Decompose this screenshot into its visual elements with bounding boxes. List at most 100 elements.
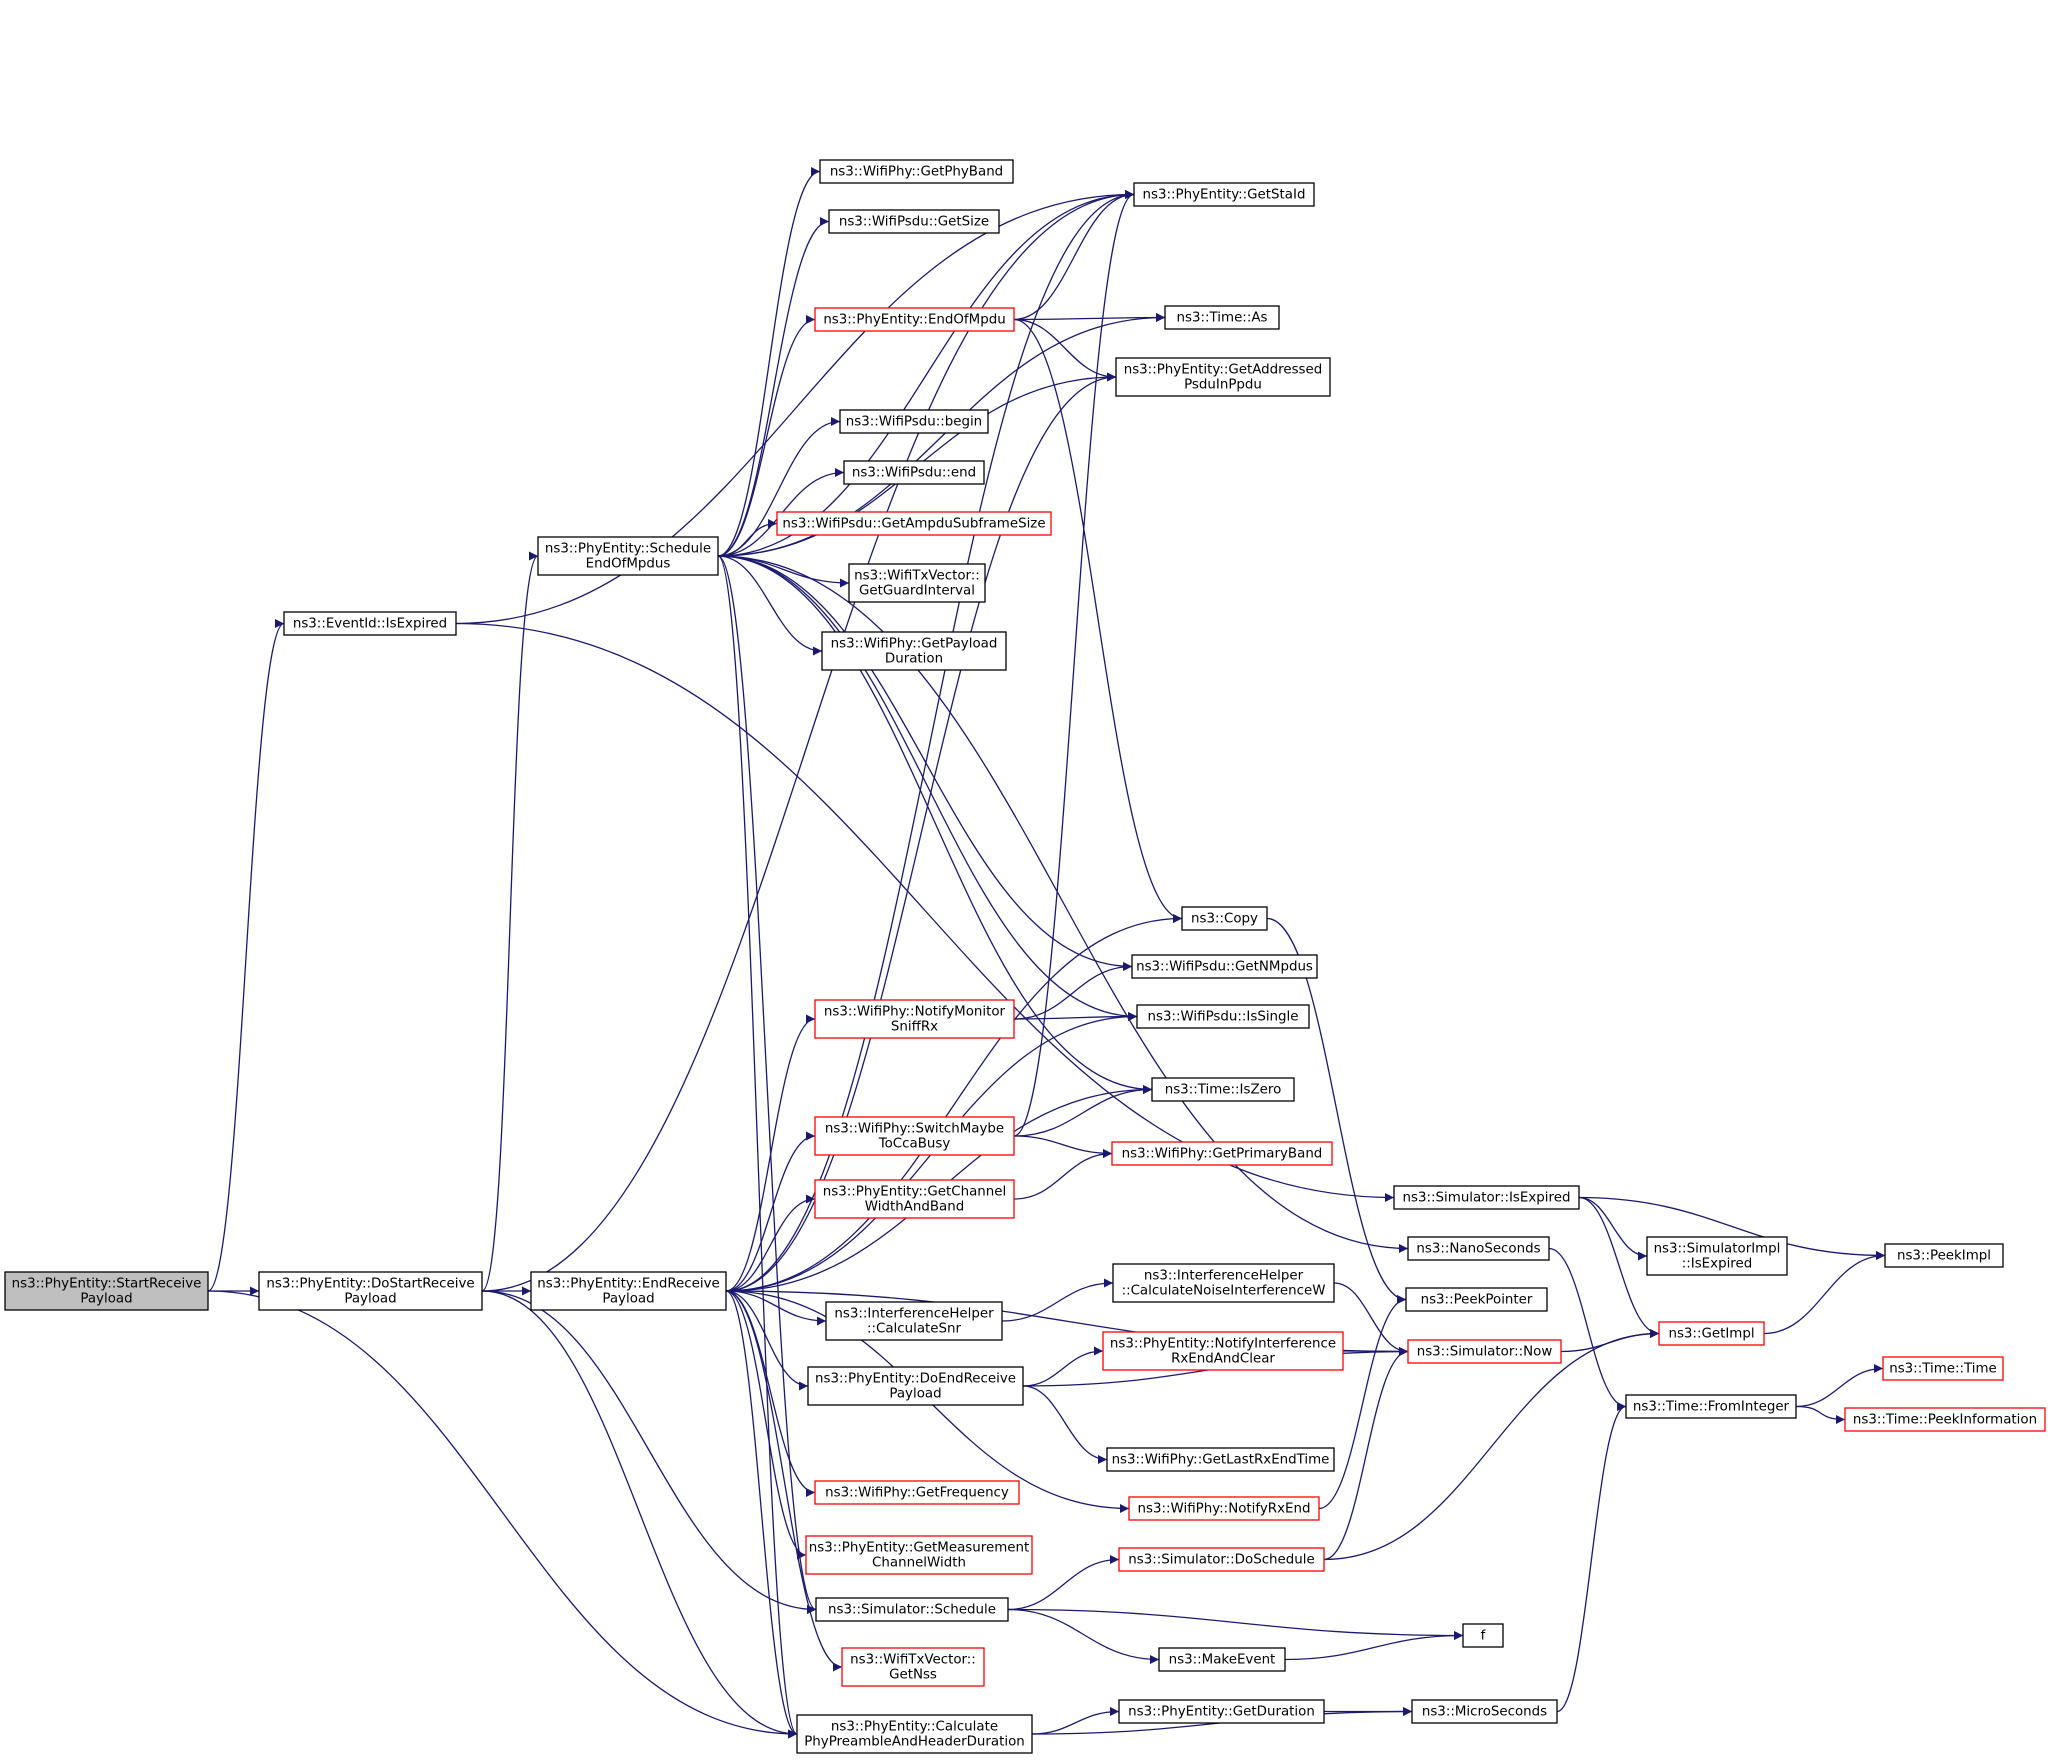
node-box[interactable] <box>1158 1647 1286 1672</box>
function-node[interactable]: ns3::PhyEntity::NotifyInterferenceRxEndA… <box>1102 1331 1344 1371</box>
node-box[interactable] <box>815 1597 1009 1622</box>
function-node[interactable]: ns3::Simulator::DoSchedule <box>1118 1547 1325 1572</box>
node-box[interactable] <box>1112 1263 1335 1303</box>
node-box[interactable] <box>1405 1287 1548 1312</box>
node-box[interactable] <box>258 1271 483 1311</box>
function-node[interactable]: ns3::Copy <box>1181 906 1268 931</box>
node-box[interactable] <box>1111 1141 1333 1166</box>
function-node[interactable]: ns3::WifiPsdu::GetNMpdus <box>1131 954 1318 979</box>
function-node[interactable]: ns3::WifiPhy::NotifyRxEnd <box>1128 1496 1320 1521</box>
node-box[interactable] <box>1136 1004 1310 1029</box>
function-node[interactable]: ns3::WifiPhy::GetLastRxEndTime <box>1106 1447 1335 1472</box>
node-box[interactable] <box>805 1535 1033 1575</box>
function-node[interactable]: ns3::WifiPhy::GetFrequency <box>814 1480 1020 1505</box>
function-node[interactable]: ns3::WifiPsdu::GetAmpduSubframeSize <box>776 511 1052 536</box>
function-node[interactable]: ns3::Simulator::IsExpired <box>1393 1185 1580 1210</box>
node-box[interactable] <box>1462 1623 1504 1648</box>
node-box[interactable] <box>828 209 1000 234</box>
function-node[interactable]: ns3::Time::FromInteger <box>1625 1394 1797 1419</box>
node-box[interactable] <box>848 563 986 603</box>
node-box[interactable] <box>814 1116 1015 1156</box>
node-box[interactable] <box>776 511 1052 536</box>
function-node[interactable]: ns3::MakeEvent <box>1158 1647 1286 1672</box>
function-node[interactable]: ns3::WifiPsdu::begin <box>839 409 989 434</box>
function-node[interactable]: ns3::PeekPointer <box>1405 1287 1548 1312</box>
node-box[interactable] <box>283 611 457 636</box>
node-box[interactable] <box>4 1271 209 1311</box>
node-box[interactable] <box>1407 1236 1550 1261</box>
node-box[interactable] <box>1164 305 1280 330</box>
function-node[interactable]: ns3::Time::IsZero <box>1151 1077 1295 1102</box>
node-box[interactable] <box>1625 1394 1797 1419</box>
node-box[interactable] <box>843 460 985 485</box>
node-box[interactable] <box>1411 1699 1558 1724</box>
node-box[interactable] <box>814 1179 1015 1219</box>
node-box[interactable] <box>1106 1447 1335 1472</box>
node-box[interactable] <box>1118 1699 1325 1724</box>
node-box[interactable] <box>819 159 1014 184</box>
node-box[interactable] <box>1658 1321 1765 1346</box>
function-node[interactable]: ns3::InterferenceHelper::CalculateSnr <box>825 1301 1003 1341</box>
node-box[interactable] <box>1133 182 1315 207</box>
node-box[interactable] <box>1646 1236 1788 1276</box>
node-box[interactable] <box>1115 357 1331 397</box>
node-box[interactable] <box>814 999 1015 1039</box>
node-box[interactable] <box>1884 1243 2004 1268</box>
node-box[interactable] <box>1128 1496 1320 1521</box>
function-node[interactable]: ns3::Time::Time <box>1882 1356 2004 1381</box>
function-node[interactable]: ns3::EventId::IsExpired <box>283 611 457 636</box>
node-box[interactable] <box>537 536 719 576</box>
function-node[interactable]: ns3::PhyEntity::GetStaId <box>1133 182 1315 207</box>
function-node[interactable]: ns3::WifiPsdu::GetSize <box>828 209 1000 234</box>
function-node[interactable]: ns3::WifiPhy::GetPrimaryBand <box>1111 1141 1333 1166</box>
node-box[interactable] <box>1131 954 1318 979</box>
function-node[interactable]: ns3::Time::PeekInformation <box>1844 1407 2046 1432</box>
function-node[interactable]: ns3::WifiPsdu::end <box>843 460 985 485</box>
function-node[interactable]: ns3::Simulator::Now <box>1407 1339 1562 1364</box>
node-box[interactable] <box>841 1647 985 1687</box>
node-box[interactable] <box>1844 1407 2046 1432</box>
node-box[interactable] <box>814 307 1015 332</box>
function-node[interactable]: ns3::WifiPsdu::IsSingle <box>1136 1004 1310 1029</box>
node-box[interactable] <box>1118 1547 1325 1572</box>
function-node[interactable]: ns3::PeekImpl <box>1884 1243 2004 1268</box>
function-node[interactable]: ns3::PhyEntity::CalculatePhyPreambleAndH… <box>796 1714 1033 1754</box>
function-node[interactable]: ns3::PhyEntity::EndOfMpdu <box>814 307 1015 332</box>
node-box[interactable] <box>814 1480 1020 1505</box>
node-box[interactable] <box>796 1714 1033 1754</box>
node-box[interactable] <box>1181 906 1268 931</box>
function-node[interactable]: ns3::Simulator::Schedule <box>815 1597 1009 1622</box>
function-node[interactable]: ns3::GetImpl <box>1658 1321 1765 1346</box>
function-node[interactable]: ns3::SimulatorImpl::IsExpired <box>1646 1236 1788 1276</box>
function-node[interactable]: f <box>1462 1623 1504 1648</box>
node-box[interactable] <box>1151 1077 1295 1102</box>
function-node[interactable]: ns3::MicroSeconds <box>1411 1699 1558 1724</box>
function-node[interactable]: ns3::InterferenceHelper::CalculateNoiseI… <box>1112 1263 1335 1303</box>
function-node[interactable]: ns3::Time::As <box>1164 305 1280 330</box>
node-box[interactable] <box>821 631 1007 671</box>
function-node[interactable]: ns3::PhyEntity::GetDuration <box>1118 1699 1325 1724</box>
node-box[interactable] <box>807 1366 1024 1406</box>
function-node[interactable]: ns3::PhyEntity::GetMeasurementChannelWid… <box>805 1535 1033 1575</box>
function-node[interactable]: ns3::WifiPhy::GetPhyBand <box>819 159 1014 184</box>
node-box[interactable] <box>1882 1356 2004 1381</box>
function-node[interactable]: ns3::WifiTxVector::GetNss <box>841 1647 985 1687</box>
node-box[interactable] <box>1102 1331 1344 1371</box>
node-box[interactable] <box>530 1271 727 1311</box>
node-box[interactable] <box>1407 1339 1562 1364</box>
node-box[interactable] <box>825 1301 1003 1341</box>
node-box[interactable] <box>1393 1185 1580 1210</box>
function-node[interactable]: ns3::WifiTxVector::GetGuardInterval <box>848 563 986 603</box>
node-box[interactable] <box>839 409 989 434</box>
function-node[interactable]: ns3::NanoSeconds <box>1407 1236 1550 1261</box>
